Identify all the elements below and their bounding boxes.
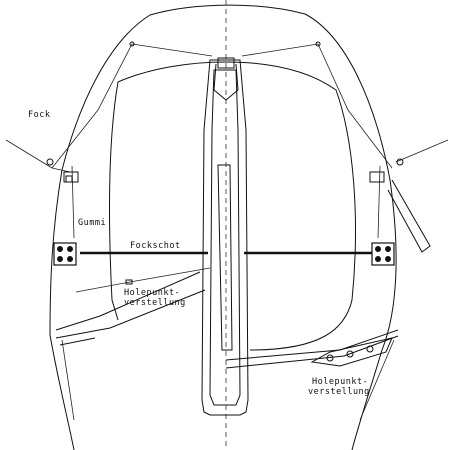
label-fock: Fock — [28, 110, 50, 120]
chainplate-left — [129, 41, 135, 47]
shroud-right — [241, 43, 393, 169]
adjust-hole-3 — [366, 345, 374, 353]
chainplate-right — [315, 41, 321, 47]
mast-step — [217, 57, 235, 69]
deck-chevron-left — [55, 271, 206, 346]
gummi-right — [377, 165, 381, 239]
gummi-cleat-right — [369, 171, 385, 183]
fock-block-left — [46, 158, 54, 166]
hull-lower-left — [61, 339, 75, 421]
mast-foot — [213, 63, 239, 101]
holepunkt-track-left — [75, 267, 211, 293]
holepunkt-plate-right — [310, 337, 393, 367]
shroud-left — [51, 43, 213, 169]
jib-sheet-right — [387, 179, 431, 253]
centerboard-inner — [209, 69, 241, 406]
centerboard-trunk — [201, 59, 249, 416]
holepunkt-slider-left — [125, 279, 133, 285]
hatch — [217, 164, 233, 351]
coaming-outline — [109, 61, 356, 351]
label-fockschot: Fockschot — [130, 241, 181, 251]
label-holepunkt-left-1: Holepunkt- — [124, 288, 180, 298]
label-gummi: Gummi — [78, 218, 106, 228]
fock-line-right — [395, 139, 449, 163]
adjust-hole-2 — [346, 350, 354, 358]
hull-lower-right — [359, 339, 395, 421]
block-left — [53, 242, 77, 266]
label-holepunkt-right-2: verstellung — [308, 387, 370, 397]
adjust-hole-1 — [326, 354, 334, 362]
fock-block-right — [396, 158, 404, 166]
label-holepunkt-right-1: Holepunkt- — [312, 377, 368, 387]
label-holepunkt-left-2: verstellung — [124, 298, 186, 308]
block-right — [371, 242, 395, 266]
hull-outline — [49, 4, 397, 450]
fock-line-left — [5, 139, 71, 173]
gummi-fitting-left — [65, 175, 73, 183]
